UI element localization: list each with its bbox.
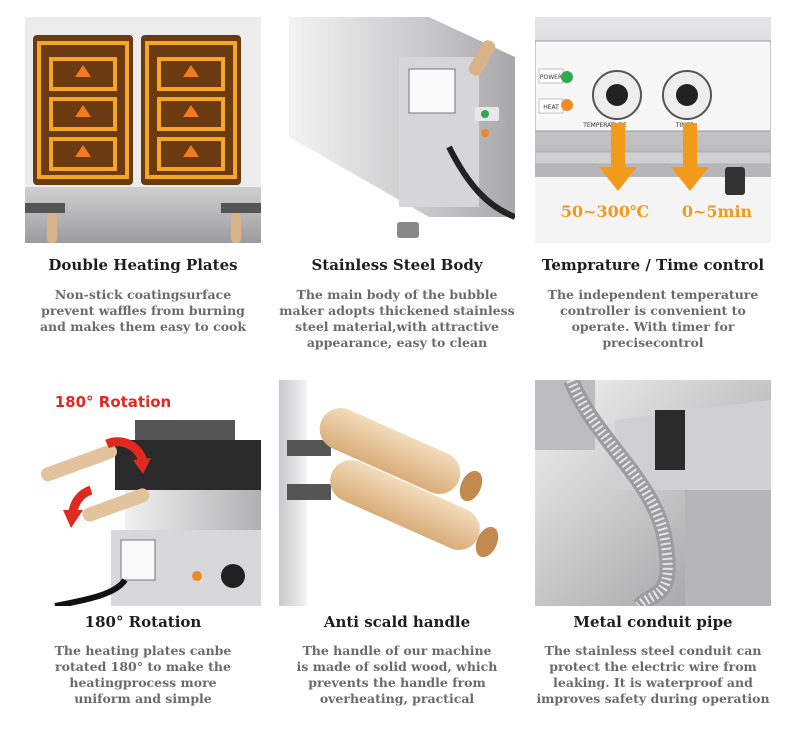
feature-description: The main body of the bubble maker adopts… bbox=[273, 287, 521, 351]
feature-description: The heating plates canbe rotated 180° to… bbox=[19, 643, 267, 707]
feature-description: The stainless steel conduit can protect … bbox=[529, 643, 777, 707]
description-line: controller is convenient to bbox=[560, 303, 746, 318]
feature-title: Double Heating Plates bbox=[48, 256, 238, 274]
down-arrow-icon bbox=[599, 123, 709, 191]
temperature-knob-icon bbox=[606, 84, 628, 106]
description-line: and makes them easy to cook bbox=[39, 319, 247, 334]
description-line: leaking. It is waterproof and bbox=[553, 675, 753, 690]
description-line: prevent waffles from burning bbox=[41, 303, 245, 318]
description-line: maker adopts thickened stainless bbox=[279, 303, 515, 318]
temperature-range: 50~300℃ bbox=[561, 202, 649, 221]
control-panel-photo: POWER HEAT TEMPERATURE TIMER 50~300℃ 0~5… bbox=[535, 17, 771, 243]
description-line: appearance, easy to clean bbox=[306, 335, 488, 350]
description-line: The main body of the bubble bbox=[296, 287, 498, 302]
description-line: precisecontrol bbox=[602, 335, 704, 350]
feature-description: Non-stick coatingsurface prevent waffles… bbox=[19, 287, 267, 335]
feature-description: The independent temperature controller i… bbox=[529, 287, 777, 351]
rotation-overlay-label: 180° Rotation bbox=[55, 393, 171, 411]
feature-title: 180° Rotation bbox=[84, 613, 202, 631]
description-line: The independent temperature bbox=[547, 287, 759, 302]
time-range: 0~5min bbox=[682, 202, 753, 221]
rotation-arrow-icon bbox=[63, 437, 151, 528]
description-line: operate. With timer for bbox=[571, 319, 735, 334]
description-line: heatingprocess more bbox=[69, 675, 217, 690]
power-light-icon bbox=[561, 71, 573, 83]
description-line: protect the electric wire from bbox=[549, 659, 757, 674]
description-line: The stainless steel conduit can bbox=[544, 643, 762, 658]
description-line: overheating, practical bbox=[319, 691, 475, 706]
heat-light-icon bbox=[561, 99, 573, 111]
description-line: is made of solid wood, which bbox=[296, 659, 498, 674]
description-line: Non-stick coatingsurface bbox=[54, 287, 232, 302]
description-line: improves safety during operation bbox=[536, 691, 770, 706]
handle-photo bbox=[279, 380, 515, 606]
description-line: uniform and simple bbox=[74, 691, 212, 706]
heat-label: HEAT bbox=[543, 104, 559, 111]
description-line: The heating plates canbe bbox=[54, 643, 232, 658]
rotation-photo: 180° Rotation bbox=[25, 380, 261, 606]
temperature-label: TEMPERATURE bbox=[582, 122, 627, 129]
heating-plates-photo bbox=[25, 17, 261, 243]
feature-title: Metal conduit pipe bbox=[573, 613, 733, 631]
description-line: The handle of our machine bbox=[302, 643, 492, 658]
timer-knob-icon bbox=[676, 84, 698, 106]
feature-title: Anti scald handle bbox=[323, 613, 471, 631]
steel-body-photo bbox=[279, 17, 515, 243]
conduit-pipe-photo bbox=[535, 380, 771, 606]
description-line: steel material,with attractive bbox=[295, 319, 499, 334]
description-line: prevents the handle from bbox=[308, 675, 486, 690]
description-line: rotated 180° to make the bbox=[55, 659, 231, 674]
feature-title: Stainless Steel Body bbox=[311, 256, 483, 274]
feature-description: The handle of our machine is made of sol… bbox=[273, 643, 521, 707]
feature-title: Temprature / Time control bbox=[541, 256, 765, 274]
power-label: POWER bbox=[540, 74, 562, 81]
